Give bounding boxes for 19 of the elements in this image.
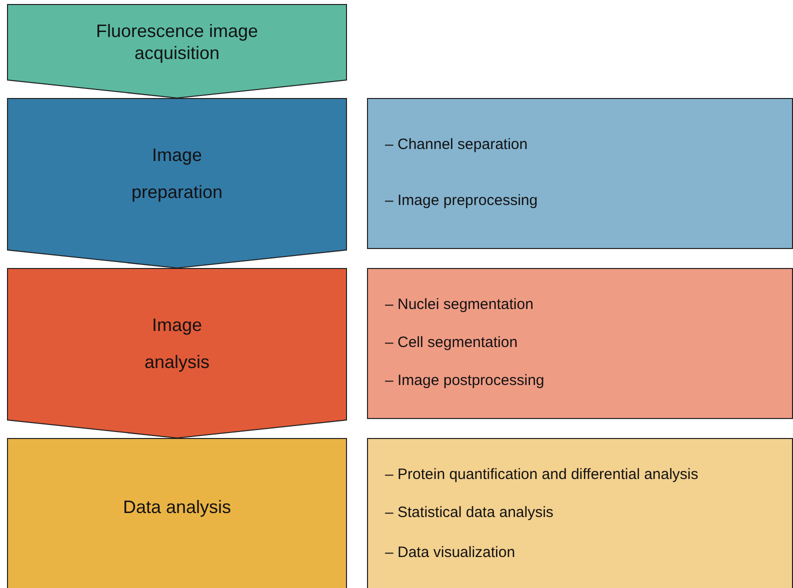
step-title: Data analysis	[122, 496, 232, 519]
chevron-step	[7, 4, 347, 98]
list-item: – Data visualization	[385, 544, 516, 561]
list-item: – Image postprocessing	[385, 372, 544, 389]
list-item: – Cell segmentation	[385, 334, 518, 351]
step-title: Fluorescence image acquisition	[94, 20, 260, 64]
chevron-step	[7, 268, 347, 438]
step-title: Image preparation	[130, 144, 224, 204]
detail-panel	[367, 438, 793, 588]
list-item: – Protein quantification and differential analysis	[385, 466, 698, 483]
detail-panel	[367, 268, 793, 419]
chevron-step	[7, 98, 347, 268]
list-item: – Nuclei segmentation	[385, 296, 534, 313]
chevron-step	[7, 438, 347, 588]
detail-panel	[367, 98, 793, 249]
step-title: Image analysis	[143, 314, 211, 374]
list-item: – Image preprocessing	[385, 192, 538, 209]
list-item: – Channel separation	[385, 136, 528, 153]
list-item: – Statistical data analysis	[385, 504, 554, 521]
